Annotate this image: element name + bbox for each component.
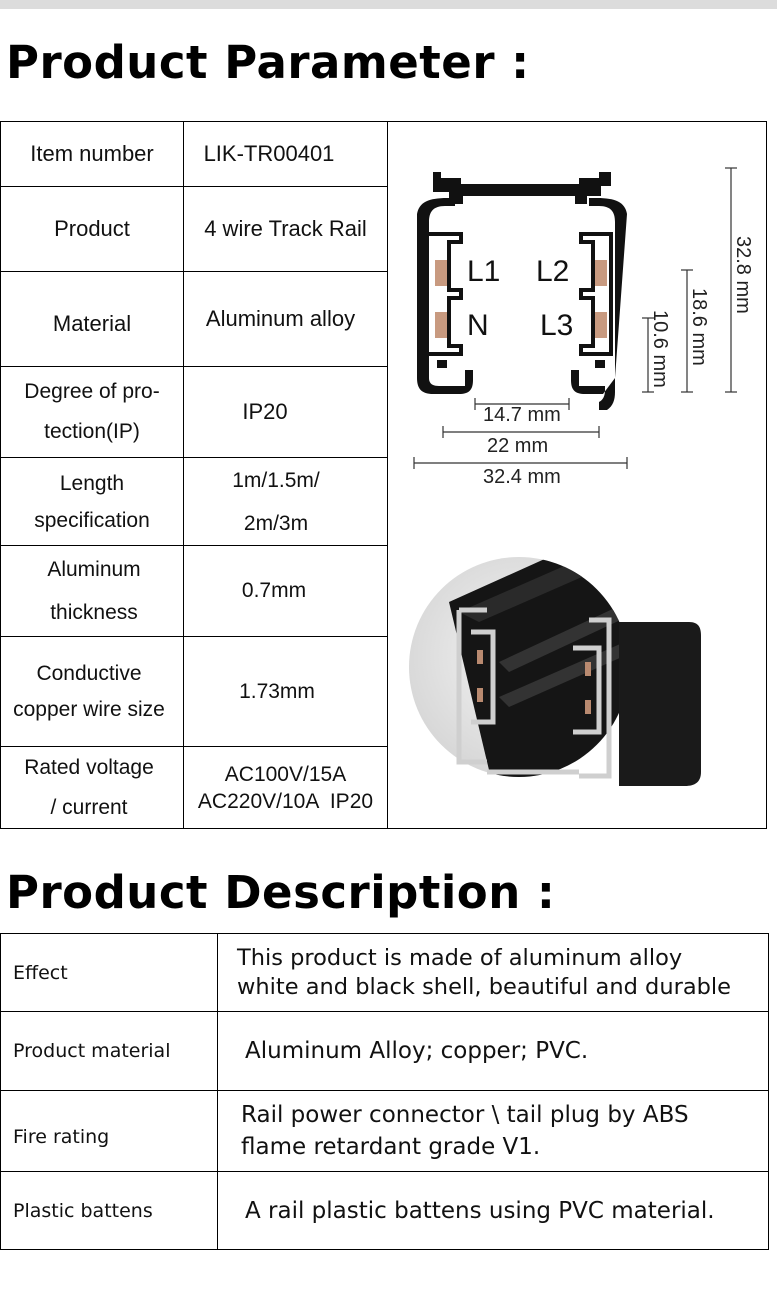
parameter-table: Item number LIK-TR00401 Product 4 wire T… bbox=[0, 121, 767, 829]
param-value-length: 1m/1.5m/2m/3m bbox=[232, 468, 320, 535]
param-label-item-number: Item number bbox=[30, 141, 154, 167]
param-value-item-number: LIK-TR00401 bbox=[203, 141, 335, 167]
row-divider bbox=[1, 1171, 768, 1172]
desc-value-material: Aluminum Alloy; copper; PVC. bbox=[245, 1037, 589, 1064]
param-label-rated: Rated voltage/ current bbox=[24, 755, 154, 819]
param-label-material: Material bbox=[52, 311, 132, 337]
dim-width-mid: 22 mm bbox=[487, 435, 548, 457]
desc-label-material: Product material bbox=[13, 1040, 171, 1062]
copper-contacts bbox=[435, 260, 607, 338]
row-divider bbox=[1, 457, 388, 458]
description-table: Effect This product is made of aluminum … bbox=[0, 933, 769, 1250]
desc-value-battens: A rail plastic battens using PVC materia… bbox=[245, 1197, 715, 1224]
desc-label-battens: Plastic battens bbox=[13, 1200, 153, 1222]
dim-height-total: 32.8 mm bbox=[732, 236, 754, 314]
top-divider-bar bbox=[0, 0, 777, 9]
param-label-product: Product bbox=[54, 216, 130, 242]
param-label-protection: Degree of pro-tection(IP) bbox=[24, 380, 160, 443]
rail-cross-section-drawing: L1 L2 N L3 bbox=[409, 167, 754, 786]
dim-height-mid: 18.6 mm bbox=[688, 288, 710, 366]
column-divider bbox=[217, 934, 218, 1249]
dim-width-inner: 14.7 mm bbox=[483, 404, 561, 426]
row-divider bbox=[1, 271, 388, 272]
dim-width-total: 32.4 mm bbox=[483, 466, 561, 488]
terminal-l2-label: L2 bbox=[536, 255, 569, 288]
param-value-material: Aluminum alloy bbox=[205, 306, 356, 332]
param-value-wire-size: 1.73mm bbox=[239, 679, 315, 703]
column-divider bbox=[387, 122, 388, 828]
row-divider bbox=[1, 186, 388, 187]
param-value-product: 4 wire Track Rail bbox=[204, 216, 367, 242]
rail-photo-icon bbox=[409, 557, 701, 786]
dim-height-small: 10.6 mm bbox=[649, 310, 671, 388]
parameter-heading: Product Parameter : bbox=[6, 36, 530, 89]
terminal-n-label: N bbox=[467, 309, 489, 342]
row-divider bbox=[1, 545, 388, 546]
rail-profile-icon bbox=[417, 172, 627, 410]
description-heading: Product Description : bbox=[6, 866, 556, 919]
param-value-thickness: 0.7mm bbox=[241, 579, 307, 603]
row-divider bbox=[1, 746, 388, 747]
terminal-l1-label: L1 bbox=[467, 255, 500, 288]
dimension-lines bbox=[413, 167, 737, 469]
row-divider bbox=[1, 366, 388, 367]
terminal-l3-label: L3 bbox=[540, 309, 573, 342]
column-divider bbox=[183, 122, 184, 828]
row-divider bbox=[1, 1090, 768, 1091]
desc-label-fire: Fire rating bbox=[13, 1126, 110, 1148]
desc-label-effect: Effect bbox=[13, 961, 68, 984]
row-divider bbox=[1, 1011, 768, 1012]
param-value-protection: IP20 bbox=[242, 399, 288, 425]
rail-diagram: L1 L2 N L3 bbox=[389, 122, 767, 828]
row-divider bbox=[1, 636, 388, 637]
